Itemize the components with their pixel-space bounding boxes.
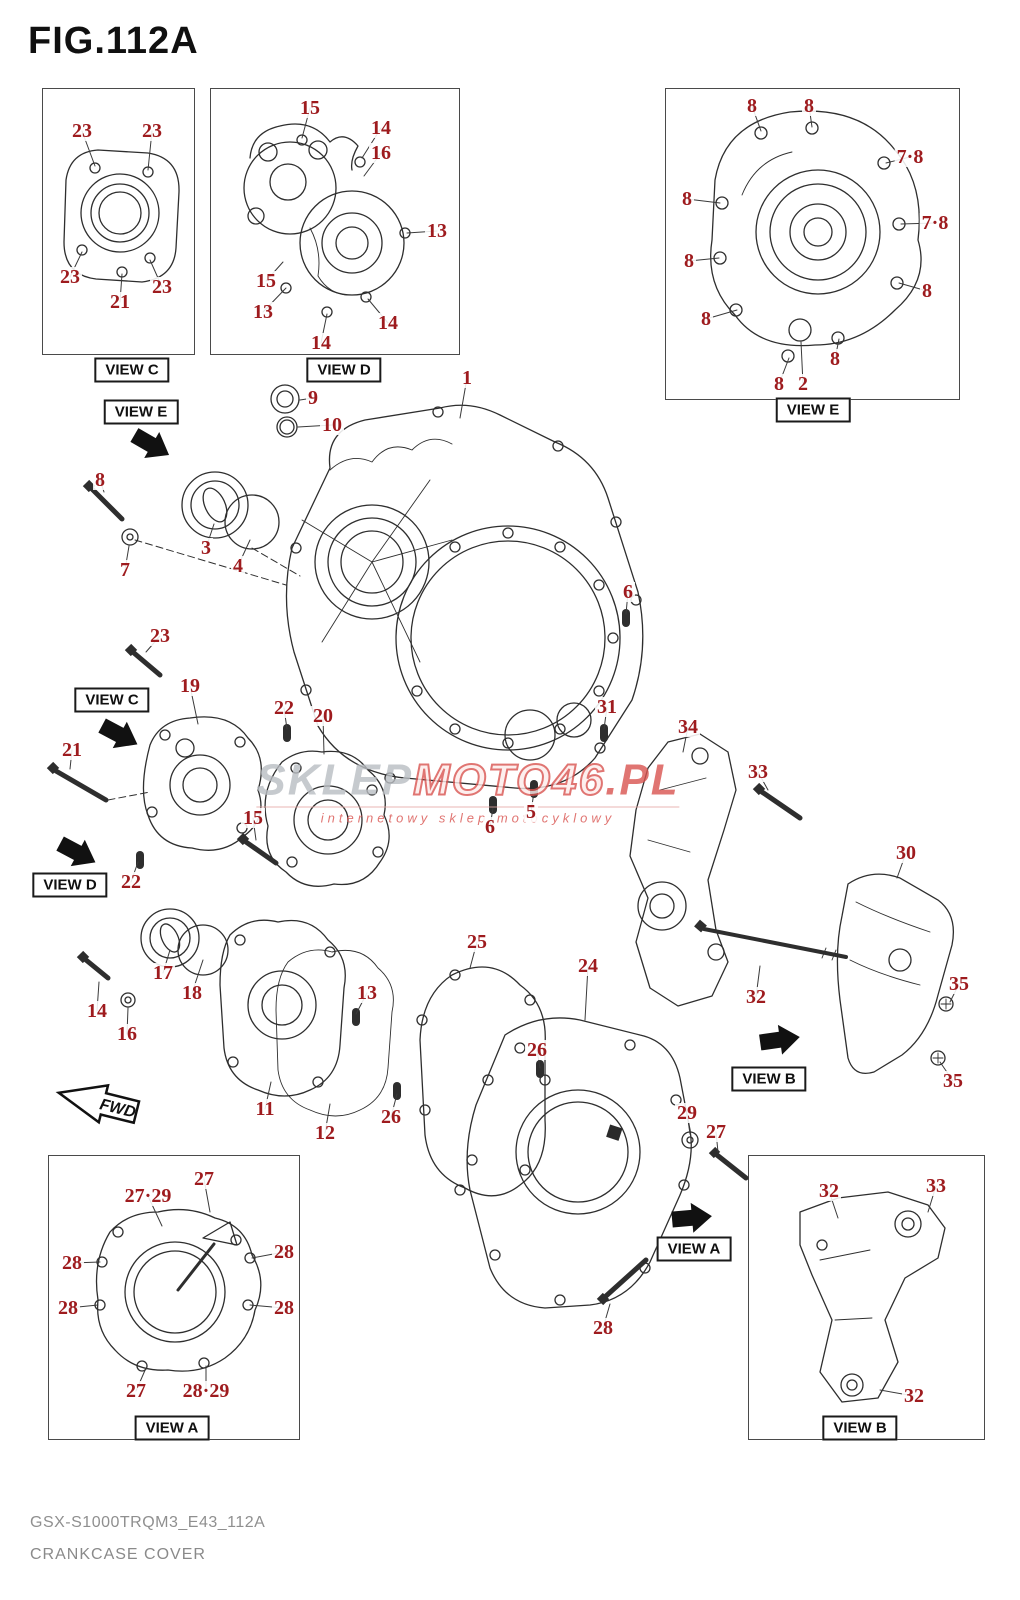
leader-line (251, 1251, 285, 1259)
leader-line (682, 726, 689, 753)
view-arrow-icon (759, 1024, 800, 1055)
leader-line (99, 479, 105, 493)
leader-line (361, 127, 382, 159)
leader-line (834, 338, 840, 360)
main-crankcase-cover-drawing (285, 404, 644, 790)
leader-line (130, 861, 139, 883)
leader-line (264, 1081, 272, 1110)
leader-line (755, 965, 761, 998)
leader-line (828, 1190, 839, 1219)
leader-line (69, 251, 83, 278)
leader-line (297, 424, 333, 428)
generator-cover-24-drawing (466, 1017, 749, 1309)
leader-line (459, 377, 468, 419)
leader-line (800, 341, 804, 385)
view-arrow-icon (98, 718, 138, 749)
leader-line (301, 107, 311, 139)
view-b-bracket-drawing (799, 1191, 946, 1403)
leader-line (939, 1061, 954, 1082)
leader-line (96, 981, 100, 1012)
bearing-and-ring-drawing (134, 471, 301, 586)
view-e-cover-drawing (710, 110, 922, 363)
oil-filler-cap-drawing (270, 384, 300, 438)
inset-view-d (210, 88, 460, 355)
gasket-25-drawing (416, 966, 551, 1197)
leader-line (71, 1261, 101, 1264)
footer-model-code: GSX-S1000TRQM3_E43_112A (30, 1514, 266, 1531)
bolt-8-washer-7-drawing (82, 479, 139, 546)
leader-line (191, 959, 204, 994)
leader-line (81, 130, 96, 167)
cover-11-gasket-12-drawing (219, 919, 394, 1117)
leader-line (900, 222, 936, 225)
leader-line (265, 261, 284, 282)
view-arrow-icon (56, 836, 96, 867)
leader-line (808, 105, 813, 128)
leader-line (67, 1304, 99, 1309)
leader-line (469, 941, 478, 969)
leader-line (751, 105, 762, 132)
leader-line (778, 357, 790, 385)
leader-line (406, 230, 438, 234)
view-c-cover-drawing (63, 149, 180, 283)
view-arrow-icon (130, 428, 170, 458)
leader-line (124, 545, 130, 571)
heat-shield-30-drawing (836, 873, 955, 1075)
leader-line (147, 130, 153, 171)
leader-line (237, 539, 251, 567)
leader-line (203, 1178, 211, 1213)
view-a-cover-drawing (94, 1208, 262, 1372)
leader-line (324, 1103, 331, 1134)
footer-figure-name: CRANKCASE COVER (30, 1546, 206, 1563)
leader-line (686, 1112, 691, 1135)
leader-line (299, 397, 314, 401)
leader-line (249, 1304, 285, 1309)
leader-line (119, 273, 123, 303)
figure-title: FIG.112A (28, 20, 199, 62)
leader-line (252, 817, 257, 841)
view-d-cover-drawing (243, 123, 411, 318)
water-pump-covers-drawing (46, 643, 390, 887)
bracket-34-drawing (629, 733, 848, 1007)
leader-line (149, 259, 163, 288)
leader-line (355, 992, 368, 1015)
leader-line (927, 1185, 937, 1213)
leader-line (949, 983, 960, 1003)
leader-line (584, 965, 589, 1021)
leader-line (162, 949, 171, 974)
leader-line (363, 152, 382, 177)
leader-line (896, 852, 907, 879)
leader-line (262, 287, 287, 313)
leader-line (145, 635, 161, 653)
inset-view-c (42, 88, 195, 355)
leader-line (686, 198, 721, 204)
bearing-17-group-drawing (76, 908, 229, 1008)
leader-line (602, 1303, 611, 1329)
leader-line (879, 1389, 915, 1397)
leader-line (69, 749, 73, 770)
leader-line (126, 1007, 129, 1035)
footer: GSX-S1000TRQM3_E43_112A CRANKCASE COVER (30, 1514, 265, 1564)
fwd-arrow-icon: FWD (55, 1083, 141, 1125)
leader-line (322, 715, 325, 755)
view-arrow-icon (671, 1202, 712, 1233)
leader-line (320, 313, 328, 344)
leader-line (367, 298, 389, 324)
view-arrows-layer (56, 428, 800, 1233)
